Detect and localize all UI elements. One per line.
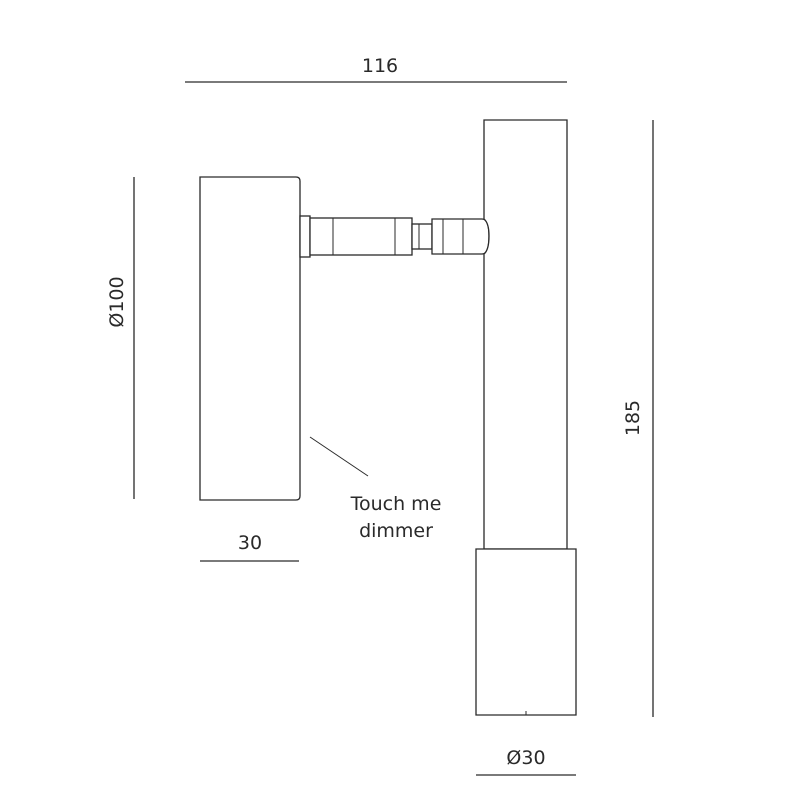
swivel-joint — [299, 215, 490, 258]
head-diameter-dimension: Ø100 — [106, 177, 135, 499]
head-depth-label: 30 — [238, 532, 262, 554]
width-dimension: 116 — [185, 55, 567, 83]
touch-dimmer-callout: Touch me dimmer — [309, 436, 442, 542]
head-depth-dimension: 30 — [200, 532, 299, 562]
base-cylinder — [475, 548, 577, 716]
lamp-head — [199, 176, 301, 501]
width-dimension-label: 116 — [362, 55, 398, 77]
base-diameter-dimension: Ø30 — [476, 747, 576, 776]
head-diameter-label: Ø100 — [106, 276, 128, 327]
base-diameter-label: Ø30 — [506, 747, 545, 769]
body-tube — [483, 119, 568, 550]
height-dimension: 185 — [622, 120, 654, 717]
callout-line-2: dimmer — [359, 520, 433, 542]
callout-line-1: Touch me — [350, 493, 442, 515]
height-dimension-label: 185 — [622, 400, 644, 436]
